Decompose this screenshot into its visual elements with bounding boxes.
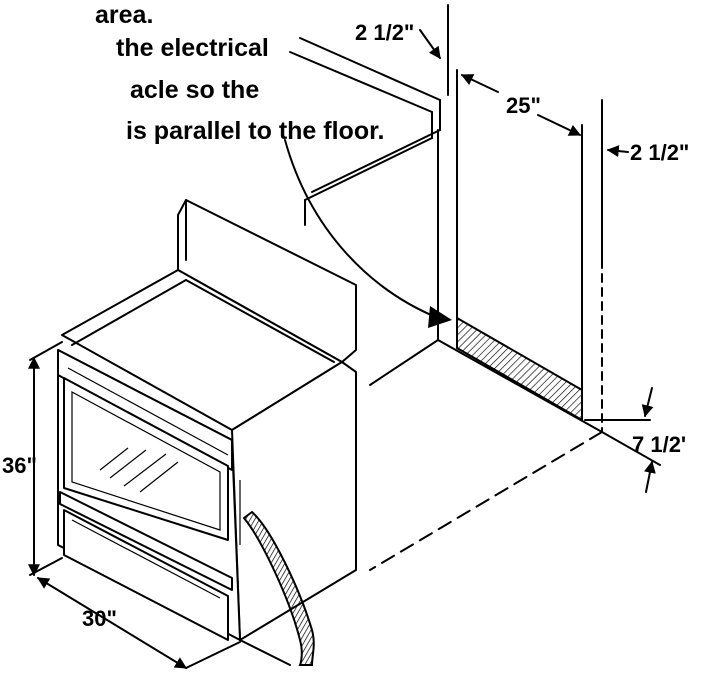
countertop (289, 37, 441, 226)
cutout-height-arrow-bottom (643, 460, 656, 493)
range-width-label: 30" (82, 606, 117, 631)
range-width-guide (185, 641, 241, 669)
power-cord (242, 510, 315, 666)
range-height-guide-top (29, 341, 63, 361)
instruction-line-2: the electrical (116, 34, 269, 62)
oven-door (63, 377, 229, 541)
cutout-width-label: 25" (506, 93, 541, 118)
wall-cutout-area (456, 316, 583, 422)
instruction-line-1: area. (95, 1, 154, 29)
cutout-pointer-arrow (284, 139, 439, 319)
cutout-height-guide-bottom (601, 431, 661, 466)
door-handle (59, 491, 233, 591)
instruction-line-3: acle so the (130, 76, 260, 104)
right-clearance-label: 2 1/2" (630, 140, 689, 165)
instruction-line-4: is parallel to the floor. (126, 117, 385, 145)
range-height-guide-bottom (29, 557, 63, 576)
range (57, 199, 357, 641)
left-clearance-arrow (419, 29, 441, 59)
floor-line (239, 639, 291, 666)
range-width-arrow (36, 577, 188, 669)
cutout-height-arrow-top (641, 387, 654, 418)
oven-window (71, 390, 221, 531)
cutout-height-label: 7 1/2' (632, 432, 686, 457)
arrow-head-icon (428, 306, 452, 328)
cutout-width-arrow-left (460, 74, 499, 93)
right-clearance-arrow (606, 145, 629, 158)
cutout-width-arrow-right (537, 114, 582, 136)
left-clearance-label: 2 1/2" (355, 20, 414, 45)
floor-edge-line (369, 431, 603, 571)
range-height-label: 36" (2, 453, 37, 478)
